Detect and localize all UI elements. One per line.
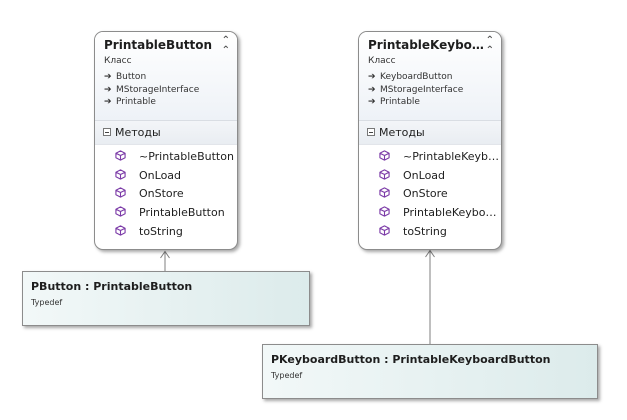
inheritance-arrow-icon: ➔ <box>104 97 112 107</box>
member-list: ~PrintableKeyb… OnLoad OnStore Printable… <box>359 145 501 241</box>
base-name: MStorageInterface <box>116 84 200 95</box>
collapse-section-icon[interactable] <box>367 128 375 136</box>
method-cube-icon <box>379 187 390 199</box>
base-item: ➔ KeyboardButton <box>368 71 493 84</box>
inheritance-arrow-icon: ➔ <box>368 84 376 95</box>
class-kind: Класс <box>368 56 396 66</box>
list-item[interactable]: PrintableKeybo… <box>359 204 501 223</box>
list-item[interactable]: PrintableButton <box>95 204 237 223</box>
methods-section-header[interactable]: Методы <box>359 121 501 145</box>
member-name: OnStore <box>403 187 448 201</box>
method-cube-icon <box>379 225 390 236</box>
typedef-name: PButton : PrintableButton <box>31 280 193 293</box>
collapse-section-icon[interactable] <box>103 128 111 136</box>
list-item[interactable]: toString <box>359 223 501 242</box>
method-cube-icon <box>115 169 126 180</box>
method-cube-icon <box>115 225 126 236</box>
class-header: PrintableKeybo… Класс ➔ KeyboardButton ➔ M… <box>359 32 501 121</box>
base-list: ➔ Button ➔ MStorageInterface ➔ Printable <box>104 71 229 109</box>
method-cube-icon <box>115 206 126 217</box>
base-item: ➔ MStorageInterface <box>368 84 493 97</box>
list-item[interactable]: ~PrintableButton <box>95 148 237 167</box>
member-name: OnLoad <box>139 168 182 182</box>
list-item[interactable]: ~PrintableKeyb… <box>359 148 501 167</box>
base-item: ➔ Button <box>104 71 229 84</box>
class-box-printable-keyboard-button[interactable]: PrintableKeybo… Класс ➔ KeyboardButton ➔ M… <box>358 31 502 250</box>
base-name: Button <box>116 72 147 82</box>
method-cube-icon <box>115 150 126 161</box>
method-cube-icon <box>379 169 390 180</box>
base-name: KeyboardButton <box>380 72 453 82</box>
typedef-box-pkeyboardbutton[interactable]: PKeyboardButton : PrintableKeyboardButto… <box>262 344 598 399</box>
typedef-name: PKeyboardButton : PrintableKeyboardButto… <box>271 353 551 366</box>
methods-section-header[interactable]: Методы <box>95 121 237 145</box>
list-item[interactable]: toString <box>95 223 237 242</box>
member-list: ~PrintableButton OnLoad OnStore Printabl… <box>95 145 237 241</box>
list-item[interactable]: OnLoad <box>95 167 237 186</box>
section-label: Методы <box>115 126 161 139</box>
section-label: Методы <box>379 126 425 139</box>
member-name: OnLoad <box>403 168 446 182</box>
typedef-kind: Typedef <box>31 298 63 307</box>
connector-arrowhead-2 <box>425 249 435 258</box>
member-name: ~PrintableKeyb… <box>403 150 499 163</box>
inheritance-arrow-icon: ➔ <box>104 84 112 95</box>
class-name: PrintableButton <box>104 38 212 52</box>
base-name: MStorageInterface <box>380 84 464 95</box>
inheritance-arrow-icon: ➔ <box>104 72 112 82</box>
base-list: ➔ KeyboardButton ➔ MStorageInterface ➔ Prin… <box>368 71 493 109</box>
member-name: toString <box>403 224 447 238</box>
class-kind: Класс <box>104 56 132 66</box>
double-chevron-up-icon[interactable]: ⌃⌃ <box>485 35 494 56</box>
member-name: OnStore <box>139 187 184 201</box>
base-item: ➔ Printable <box>104 96 229 109</box>
class-box-printable-button[interactable]: PrintableButton Класс ➔ Button ➔ MStorageI… <box>94 31 238 250</box>
method-cube-icon <box>379 206 390 217</box>
method-cube-icon <box>379 150 390 161</box>
base-name: Printable <box>116 97 156 107</box>
class-header: PrintableButton Класс ➔ Button ➔ MStorageI… <box>95 32 237 121</box>
member-name: toString <box>139 224 183 238</box>
typedef-box-pbutton[interactable]: PButton : PrintableButton Typedef <box>22 271 310 326</box>
connector-arrowhead-1 <box>160 250 170 259</box>
class-name: PrintableKeybo… <box>368 38 484 52</box>
inheritance-arrow-icon: ➔ <box>368 72 376 82</box>
base-item: ➔ MStorageInterface <box>104 84 229 97</box>
method-cube-icon <box>115 187 126 199</box>
member-name: ~PrintableButton <box>139 150 234 163</box>
base-item: ➔ Printable <box>368 96 493 109</box>
inheritance-arrow-icon: ➔ <box>368 97 376 107</box>
list-item[interactable]: OnStore <box>95 185 237 204</box>
list-item[interactable]: OnLoad <box>359 167 501 186</box>
list-item[interactable]: OnStore <box>359 185 501 204</box>
member-name: PrintableKeybo… <box>403 206 497 220</box>
double-chevron-up-icon[interactable]: ⌃⌃ <box>221 35 230 56</box>
member-name: PrintableButton <box>139 206 225 220</box>
base-name: Printable <box>380 97 420 107</box>
typedef-kind: Typedef <box>271 371 303 380</box>
